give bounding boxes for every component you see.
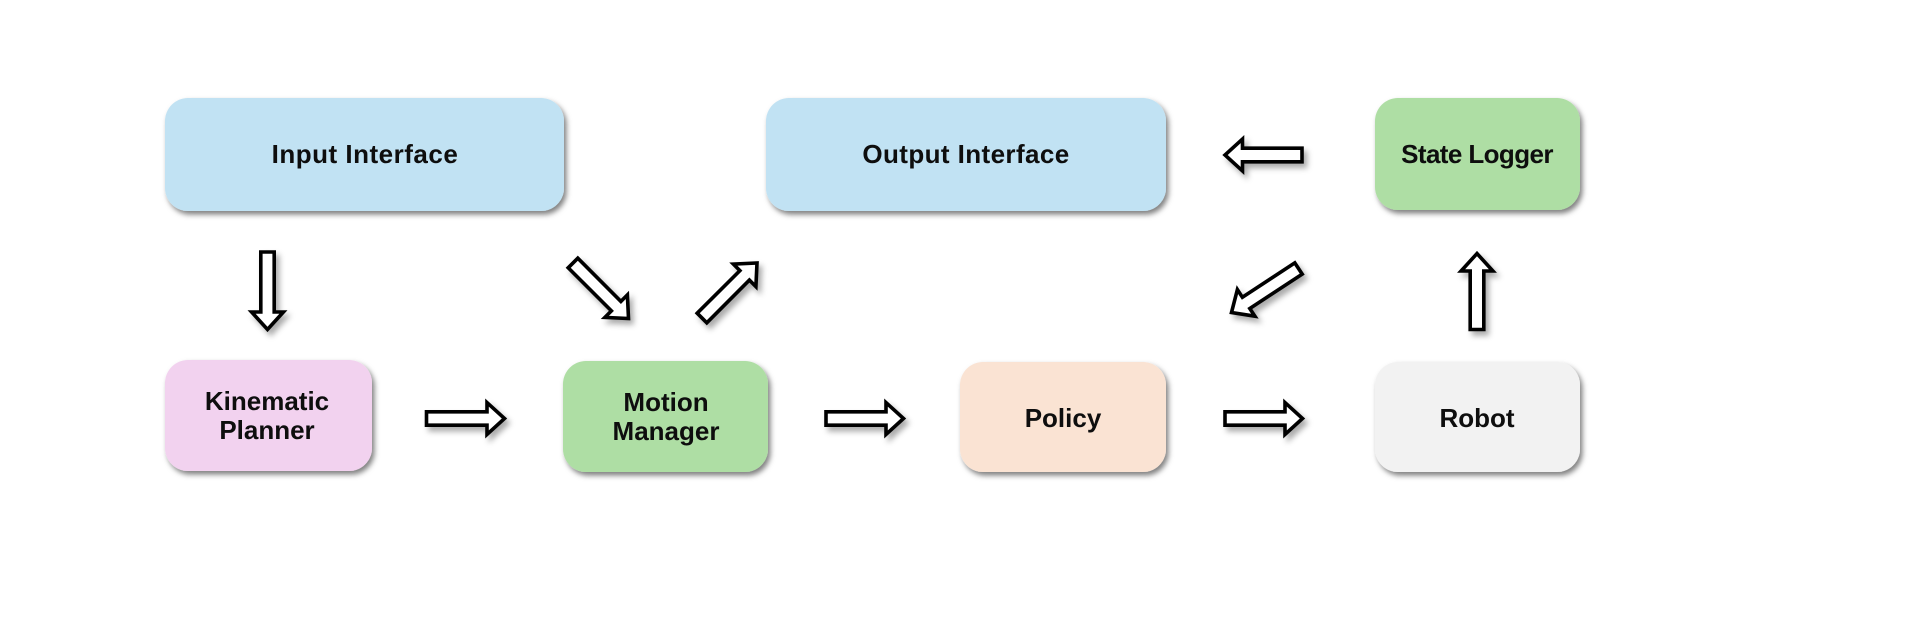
svg-text:Robot: Robot [1439, 403, 1514, 433]
svg-text:Motion: Motion [623, 387, 708, 417]
svg-text:State Logger: State Logger [1401, 139, 1553, 169]
svg-text:Policy: Policy [1025, 403, 1102, 433]
svg-text:Kinematic: Kinematic [205, 386, 329, 416]
svg-text:Planner: Planner [219, 415, 314, 445]
svg-text:Output Interface: Output Interface [862, 139, 1069, 169]
svg-text:Input Interface: Input Interface [272, 139, 459, 169]
svg-text:Manager: Manager [613, 416, 720, 446]
